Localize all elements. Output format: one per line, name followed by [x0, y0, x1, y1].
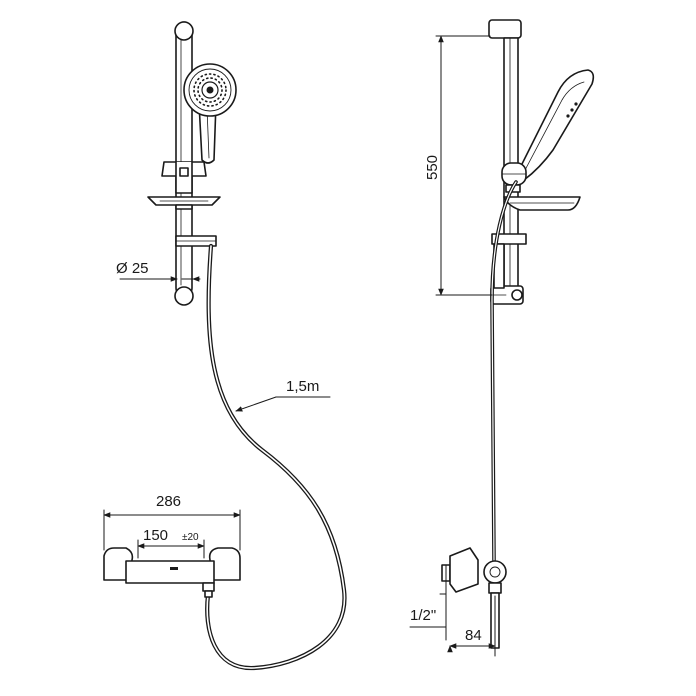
diameter-label: Ø 25 — [116, 260, 149, 277]
inlet-spacing-label: 150 — [143, 527, 168, 544]
hand-shower-front — [183, 63, 237, 164]
hose-length-label: 1,5m — [286, 378, 319, 395]
side-view: 550 1/2" 84 — [409, 19, 595, 657]
mixer-width-dimension: 286 — [103, 493, 241, 551]
wall-offset-label: 84 — [465, 627, 482, 644]
shower-hose — [205, 243, 347, 671]
front-view: Ø 25 1,5m 286 — [103, 21, 347, 671]
inlet-thread-dimension: 1/2" — [409, 564, 447, 641]
diameter-dimension: Ø 25 — [116, 260, 201, 282]
rail-height-label: 550 — [424, 155, 441, 180]
hose-side — [490, 180, 518, 562]
hose-length-leader: 1,5m — [235, 378, 331, 412]
rail-height-dimension: 550 — [424, 35, 493, 296]
soap-dish-side — [503, 196, 581, 211]
hand-shower-side — [517, 69, 595, 181]
inlet-spacing-dimension: 150 ±20 — [137, 527, 205, 559]
inlet-thread-label: 1/2" — [410, 607, 436, 624]
mixer-width-label: 286 — [156, 493, 181, 510]
wall-offset-dimension: 84 — [447, 595, 496, 657]
slider-holder-front — [161, 161, 207, 194]
inlet-tolerance-label: ±20 — [182, 532, 199, 543]
thermostatic-mixer-front — [103, 547, 241, 598]
lower-bracket-front — [175, 235, 217, 247]
soap-dish-front — [147, 196, 221, 210]
